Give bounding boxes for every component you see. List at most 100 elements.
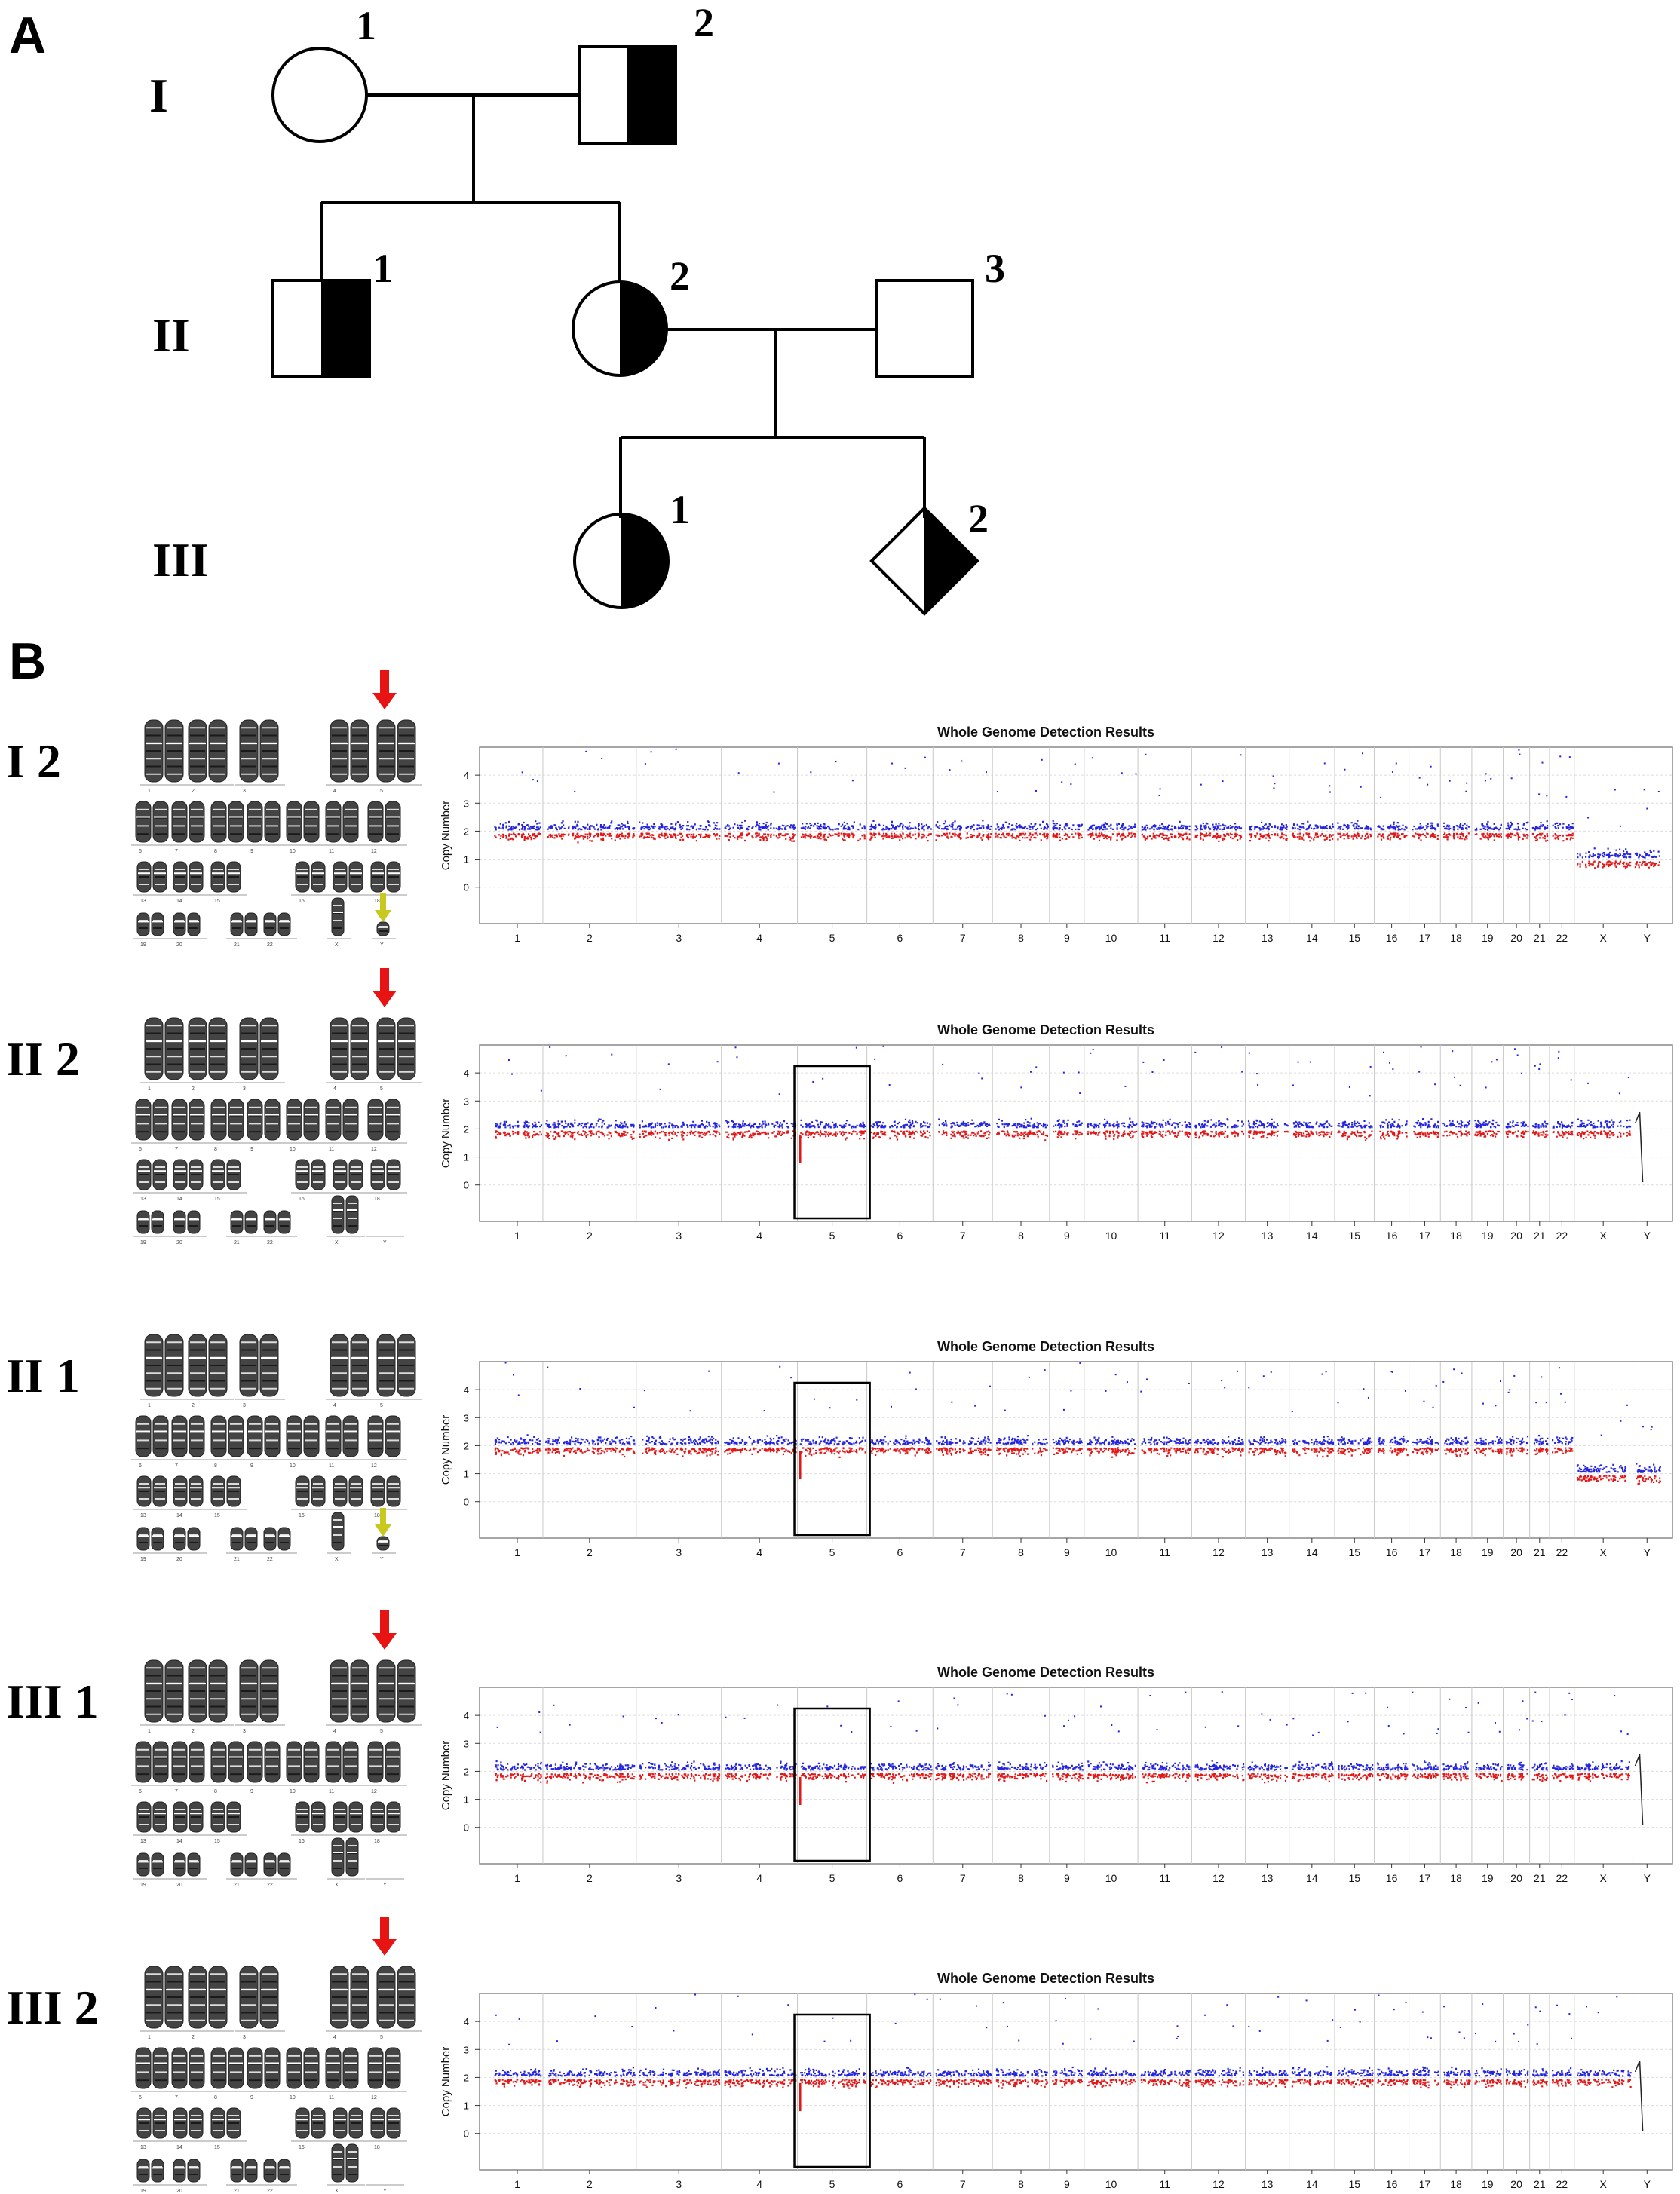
chromosome bbox=[367, 1099, 384, 1141]
red-dots bbox=[869, 1447, 932, 1457]
karyotype-number: 21 bbox=[234, 1883, 240, 1888]
x-tick-label: 10 bbox=[1105, 1546, 1117, 1558]
outlier-dot bbox=[1176, 2037, 1178, 2039]
pedigree-number-ii-3: 3 bbox=[985, 246, 1005, 291]
karyotype-number: 19 bbox=[140, 1240, 146, 1246]
chromosome bbox=[210, 1415, 227, 1457]
deletion-marker bbox=[799, 1451, 802, 1479]
outlier-dot bbox=[829, 1407, 831, 1409]
outlier-dot bbox=[1135, 773, 1137, 775]
outlier-dot bbox=[1618, 1092, 1620, 1095]
outlier-dot bbox=[1430, 765, 1432, 768]
blue-dots bbox=[1194, 1760, 1245, 1771]
outlier-dot bbox=[1062, 1071, 1065, 1074]
outlier-dot bbox=[1453, 1368, 1455, 1371]
outlier-dot bbox=[1329, 791, 1331, 793]
karyotype-number: 14 bbox=[176, 2145, 182, 2150]
plot-title: Whole Genome Detection Results bbox=[937, 1665, 1154, 1680]
carrier-half-fill bbox=[924, 508, 977, 614]
blue-dots bbox=[545, 1118, 635, 1129]
red-dots bbox=[1474, 2079, 1502, 2088]
panel-label-a: A bbox=[9, 7, 46, 64]
blue-dots bbox=[1443, 822, 1470, 831]
x-tick-label: 8 bbox=[1018, 2178, 1024, 2190]
red-dots bbox=[1444, 1447, 1469, 1457]
panel-label-b: B bbox=[9, 633, 46, 690]
karyotype-number: 6 bbox=[139, 1147, 142, 1152]
outlier-dot bbox=[1597, 2012, 1599, 2014]
karyotype-number: 13 bbox=[140, 1839, 146, 1844]
red-dots bbox=[936, 1447, 992, 1457]
blue-dots bbox=[1412, 822, 1439, 831]
outlier-dot bbox=[1586, 2006, 1588, 2008]
y-tick-label: 1 bbox=[464, 2101, 469, 2112]
blue-dots bbox=[936, 1436, 992, 1445]
red-dots bbox=[1291, 2079, 1332, 2088]
karyotype-number: 20 bbox=[176, 2189, 182, 2194]
outlier-dot bbox=[1568, 1692, 1571, 1694]
cnv-plot: Whole Genome Detection Results01234Copy … bbox=[440, 1339, 1673, 1558]
outlier-dot bbox=[1403, 1733, 1405, 1735]
x-tick-label: 18 bbox=[1450, 2178, 1462, 2190]
outlier-dot bbox=[1159, 788, 1161, 790]
male-symbol bbox=[578, 45, 677, 145]
outlier-dot bbox=[1292, 1718, 1295, 1720]
x-tick-label: 18 bbox=[1450, 932, 1462, 944]
outlier-dot bbox=[1061, 781, 1063, 783]
outlier-dot bbox=[1305, 1999, 1308, 2002]
blue-dots bbox=[869, 1763, 933, 1771]
chromosome bbox=[303, 1099, 320, 1141]
blue-dots bbox=[1505, 821, 1529, 831]
outlier-dot bbox=[1062, 1408, 1065, 1411]
red-dots bbox=[1443, 832, 1470, 841]
chromosome bbox=[171, 2047, 188, 2089]
x-tick-label: 6 bbox=[897, 932, 903, 944]
blue-dots bbox=[1474, 1436, 1503, 1445]
outlier-dot bbox=[1317, 1731, 1320, 1733]
karyotype-number: 6 bbox=[139, 1789, 142, 1794]
chromosome bbox=[345, 1195, 359, 1234]
outlier-dot bbox=[1200, 783, 1202, 786]
chromosome bbox=[171, 1741, 188, 1783]
chromosome bbox=[385, 2047, 401, 2089]
blue-dots bbox=[1576, 1118, 1632, 1129]
chromosome bbox=[303, 2047, 320, 2089]
red-dots bbox=[545, 1447, 636, 1458]
blue-dots bbox=[1291, 2066, 1332, 2077]
chromosome bbox=[189, 1099, 205, 1141]
chromosome bbox=[303, 1741, 320, 1783]
outlier-dot bbox=[1565, 795, 1568, 798]
x-tick-label: 21 bbox=[1534, 1230, 1546, 1242]
row-label: II 1 bbox=[6, 1349, 80, 1402]
karyotype-number: 19 bbox=[140, 1557, 146, 1562]
outlier-dot bbox=[888, 1083, 891, 1086]
chromosome bbox=[187, 1527, 201, 1551]
blue-dots bbox=[725, 1120, 797, 1129]
outlier-dot bbox=[1248, 1052, 1250, 1054]
pedigree-individual-ii-3: 3 bbox=[875, 246, 1005, 378]
y-tick-label: 4 bbox=[464, 770, 469, 781]
red-dots bbox=[1412, 2079, 1439, 2089]
blue-dots bbox=[1505, 2068, 1529, 2077]
x-tick-label: 5 bbox=[829, 1872, 835, 1884]
chromosome bbox=[152, 801, 169, 843]
red-dots bbox=[1577, 1773, 1630, 1782]
karyotype-number: 6 bbox=[139, 2095, 142, 2101]
chromosome bbox=[187, 1210, 201, 1234]
blue-dots bbox=[1474, 820, 1502, 831]
red-dots bbox=[548, 2079, 636, 2088]
blue-dots bbox=[724, 820, 796, 831]
outlier-dot bbox=[1558, 1050, 1560, 1053]
yellow-arrow-icon bbox=[375, 1508, 391, 1537]
x-tick-label: 7 bbox=[960, 1230, 966, 1242]
outlier-dot bbox=[1435, 1384, 1437, 1387]
outlier-dot bbox=[790, 1377, 792, 1379]
outlier-dot bbox=[1405, 2002, 1407, 2004]
red-dots bbox=[1052, 2079, 1084, 2088]
karyotype-number: 12 bbox=[371, 1147, 377, 1152]
outlier-dot bbox=[1149, 1695, 1151, 1697]
x-tick-label: 19 bbox=[1482, 1546, 1494, 1558]
outlier-dot bbox=[1185, 1691, 1187, 1693]
red-dots bbox=[1474, 832, 1502, 841]
